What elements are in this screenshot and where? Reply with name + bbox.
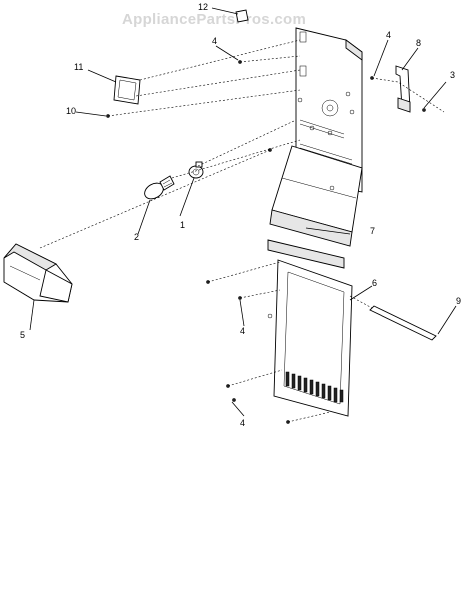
callout-10: 10	[66, 106, 76, 116]
shield-part-5	[3, 243, 73, 303]
access-cover-part-6	[267, 239, 353, 417]
socket-part-1	[188, 161, 204, 179]
bracket-part-8	[395, 65, 411, 113]
clip-part-12	[235, 9, 249, 23]
callout-4-bracket: 4	[386, 30, 391, 40]
callout-4-top: 4	[212, 36, 217, 46]
assembly-lines	[39, 39, 445, 423]
grille	[285, 371, 344, 403]
callout-6: 6	[372, 278, 377, 288]
callout-2: 2	[134, 232, 139, 242]
callout-8: 8	[416, 38, 421, 48]
screw	[232, 398, 236, 402]
watermark-text: AppliancePartsPros.com	[122, 11, 306, 28]
callout-1: 1	[180, 220, 185, 230]
callout-12: 12	[198, 2, 208, 12]
callout-4-middle: 4	[240, 326, 245, 336]
screw	[268, 148, 272, 152]
leader-lines	[29, 7, 457, 417]
callouts: 1 2 3 4 4 4 4 5 6 7 8 9 10 11 12	[20, 2, 461, 428]
callout-11: 11	[74, 62, 83, 72]
lens-part-11	[113, 75, 141, 105]
callout-7: 7	[370, 226, 375, 236]
callout-4-bottom: 4	[240, 418, 245, 428]
strip-part-9	[369, 305, 437, 341]
callout-5: 5	[20, 330, 25, 340]
shroud-part-7	[269, 145, 363, 247]
callout-3: 3	[450, 70, 455, 80]
bulb-part-2	[144, 175, 175, 200]
screw	[422, 108, 426, 112]
screws	[106, 60, 426, 424]
callout-9: 9	[456, 296, 461, 306]
